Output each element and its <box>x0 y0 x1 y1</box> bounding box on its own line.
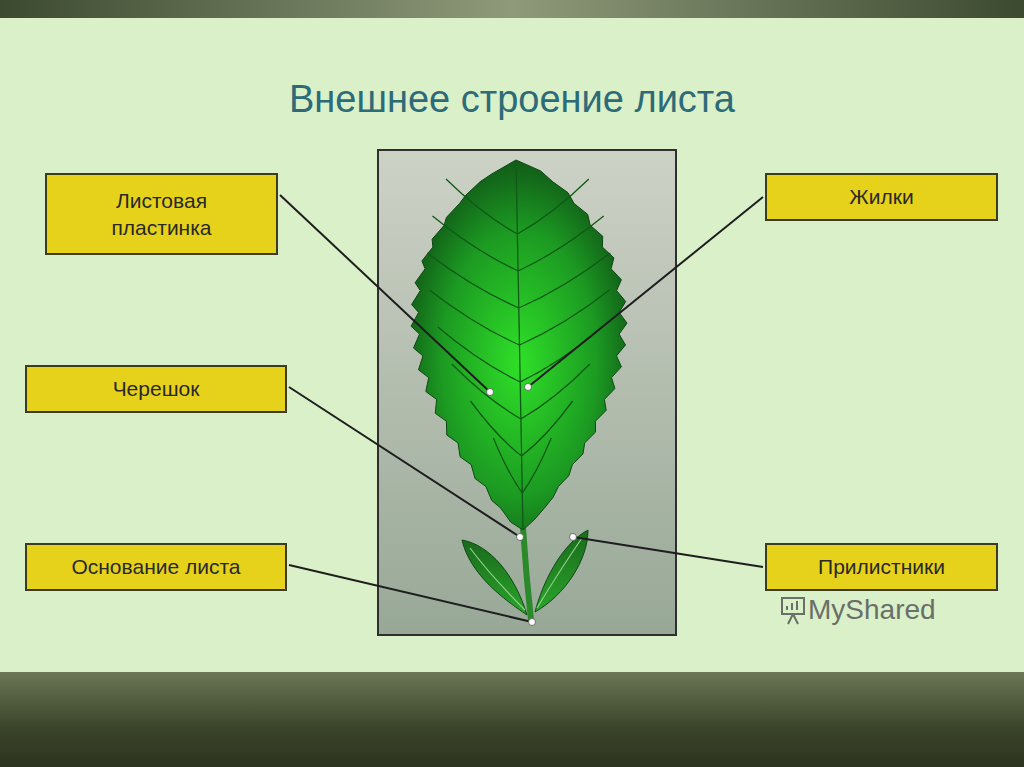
leader-line <box>573 537 763 567</box>
leader-dot <box>525 384 532 391</box>
label-text: Черешок <box>113 375 200 402</box>
leader-dot <box>517 534 524 541</box>
vein-lines <box>427 168 610 530</box>
leader-line <box>280 195 490 392</box>
leader-dot <box>487 389 494 396</box>
label-text: Жилки <box>849 183 913 210</box>
leader-line <box>289 565 532 622</box>
leaf-veins <box>427 168 610 530</box>
label-box: Листовая пластинка <box>45 173 278 255</box>
watermark: MyShared <box>808 594 936 626</box>
leader-dot <box>570 534 577 541</box>
leader-dot <box>529 619 536 626</box>
leader-line <box>528 197 763 387</box>
label-box: Жилки <box>765 173 998 221</box>
stipule <box>535 530 588 612</box>
label-text: Прилистники <box>818 553 945 580</box>
top-band <box>0 0 1024 18</box>
leader-line <box>289 387 520 537</box>
watermark-icon <box>782 598 804 624</box>
leaf-blade <box>411 160 627 530</box>
title: Внешнее строение листа <box>0 78 1024 121</box>
stipule-vein <box>470 538 582 610</box>
label-box: Прилистники <box>765 543 998 591</box>
label-text: Основание листа <box>71 553 240 580</box>
label-box: Основание листа <box>25 543 287 591</box>
label-box: Черешок <box>25 365 287 413</box>
illustration-panel <box>378 150 676 635</box>
bottom-band <box>0 672 1024 767</box>
label-text: Листовая пластинка <box>82 187 242 242</box>
